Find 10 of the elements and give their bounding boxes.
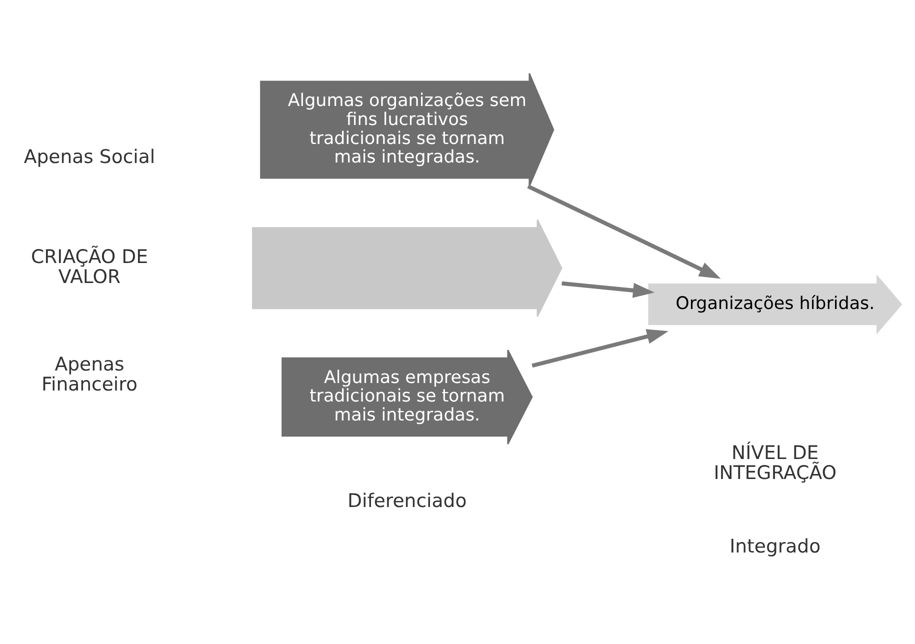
arrow bbox=[527, 184, 721, 278]
label: NÍVEL DE INTEGRAÇÃO bbox=[714, 442, 837, 484]
label: Integrado bbox=[730, 536, 821, 557]
label: Apenas Social bbox=[24, 146, 156, 168]
label: Diferenciado bbox=[348, 490, 467, 512]
label: CRIAÇÃO DE VALOR bbox=[31, 246, 148, 288]
node-bar bbox=[252, 218, 562, 317]
arrow bbox=[532, 328, 668, 368]
label: Apenas Financeiro bbox=[42, 354, 138, 396]
arrow bbox=[562, 280, 655, 298]
